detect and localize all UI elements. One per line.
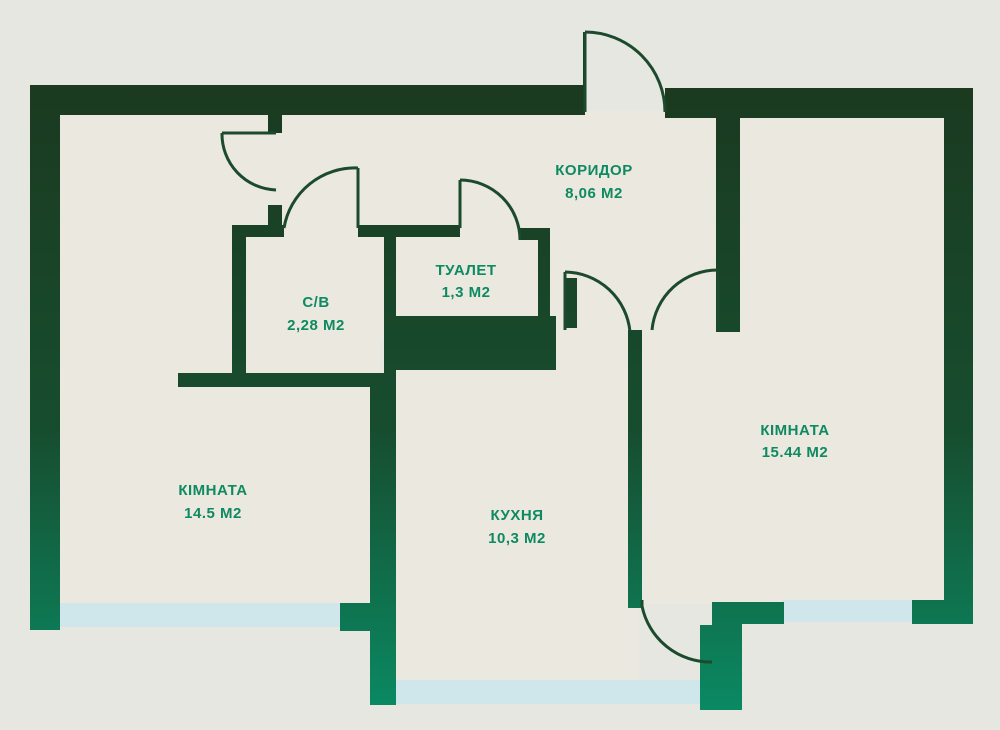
- windows: [50, 600, 914, 704]
- label-kitchen-name: КУХНЯ: [491, 507, 544, 524]
- wall-top-left: [30, 85, 585, 115]
- wall-corridor-right: [716, 118, 740, 332]
- label-bathroom-name: С/В: [302, 294, 329, 311]
- label-toilet-name: ТУАЛЕТ: [435, 262, 496, 279]
- wall-stub-top: [268, 115, 282, 133]
- label-room-left-area: 14.5 М2: [184, 505, 242, 522]
- wall-toilet-right: [538, 228, 550, 328]
- door-kitchen: [563, 270, 632, 333]
- doors: [220, 30, 720, 664]
- wall-kitchen-upper: [565, 278, 577, 328]
- wall-kitchen-right: [628, 330, 642, 608]
- wall-left-room-top: [178, 373, 396, 387]
- wall-left: [30, 85, 60, 630]
- label-room-right-area: 15.44 М2: [762, 444, 829, 461]
- label-toilet-area: 1,3 М2: [442, 284, 491, 301]
- wall-bottom-right: [912, 600, 973, 624]
- window-left: [50, 603, 342, 627]
- door-bathroom: [282, 166, 360, 229]
- wall-right: [944, 88, 973, 624]
- wall-stub-bath: [268, 205, 282, 230]
- label-corridor-area: 8,06 М2: [565, 185, 623, 202]
- wall-toilet-top: [384, 225, 460, 237]
- door-entrance: [583, 30, 667, 113]
- floor-areas: [60, 110, 944, 682]
- wall-toilet-bottom: [384, 316, 556, 370]
- window-kitchen: [392, 680, 714, 704]
- walls: [30, 32, 973, 710]
- label-room-right-name: КІМНАТА: [760, 422, 829, 439]
- label-corridor-name: КОРИДОР: [555, 162, 632, 179]
- wall-left-kitchen: [370, 373, 396, 705]
- wall-top-right: [665, 88, 973, 118]
- door-right-room: [650, 268, 720, 331]
- floor-room-right: [640, 118, 944, 604]
- wall-bath-top-a: [232, 225, 284, 237]
- door-balcony: [640, 600, 713, 664]
- wall-bath-left: [232, 225, 246, 377]
- window-right: [782, 600, 914, 622]
- label-room-left-name: КІМНАТА: [178, 482, 247, 499]
- wall-kitchen-bottom-right: [700, 625, 742, 710]
- label-bathroom-area: 2,28 М2: [287, 317, 345, 334]
- label-kitchen-area: 10,3 М2: [488, 530, 546, 547]
- wall-left-window-block: [340, 603, 396, 631]
- door-toilet: [458, 178, 522, 241]
- door-corridor-left: [220, 131, 277, 192]
- room-labels: КОРИДОР 8,06 М2 ТУАЛЕТ 1,3 М2 С/В 2,28 М…: [178, 162, 829, 547]
- floor-kitchen: [392, 330, 638, 682]
